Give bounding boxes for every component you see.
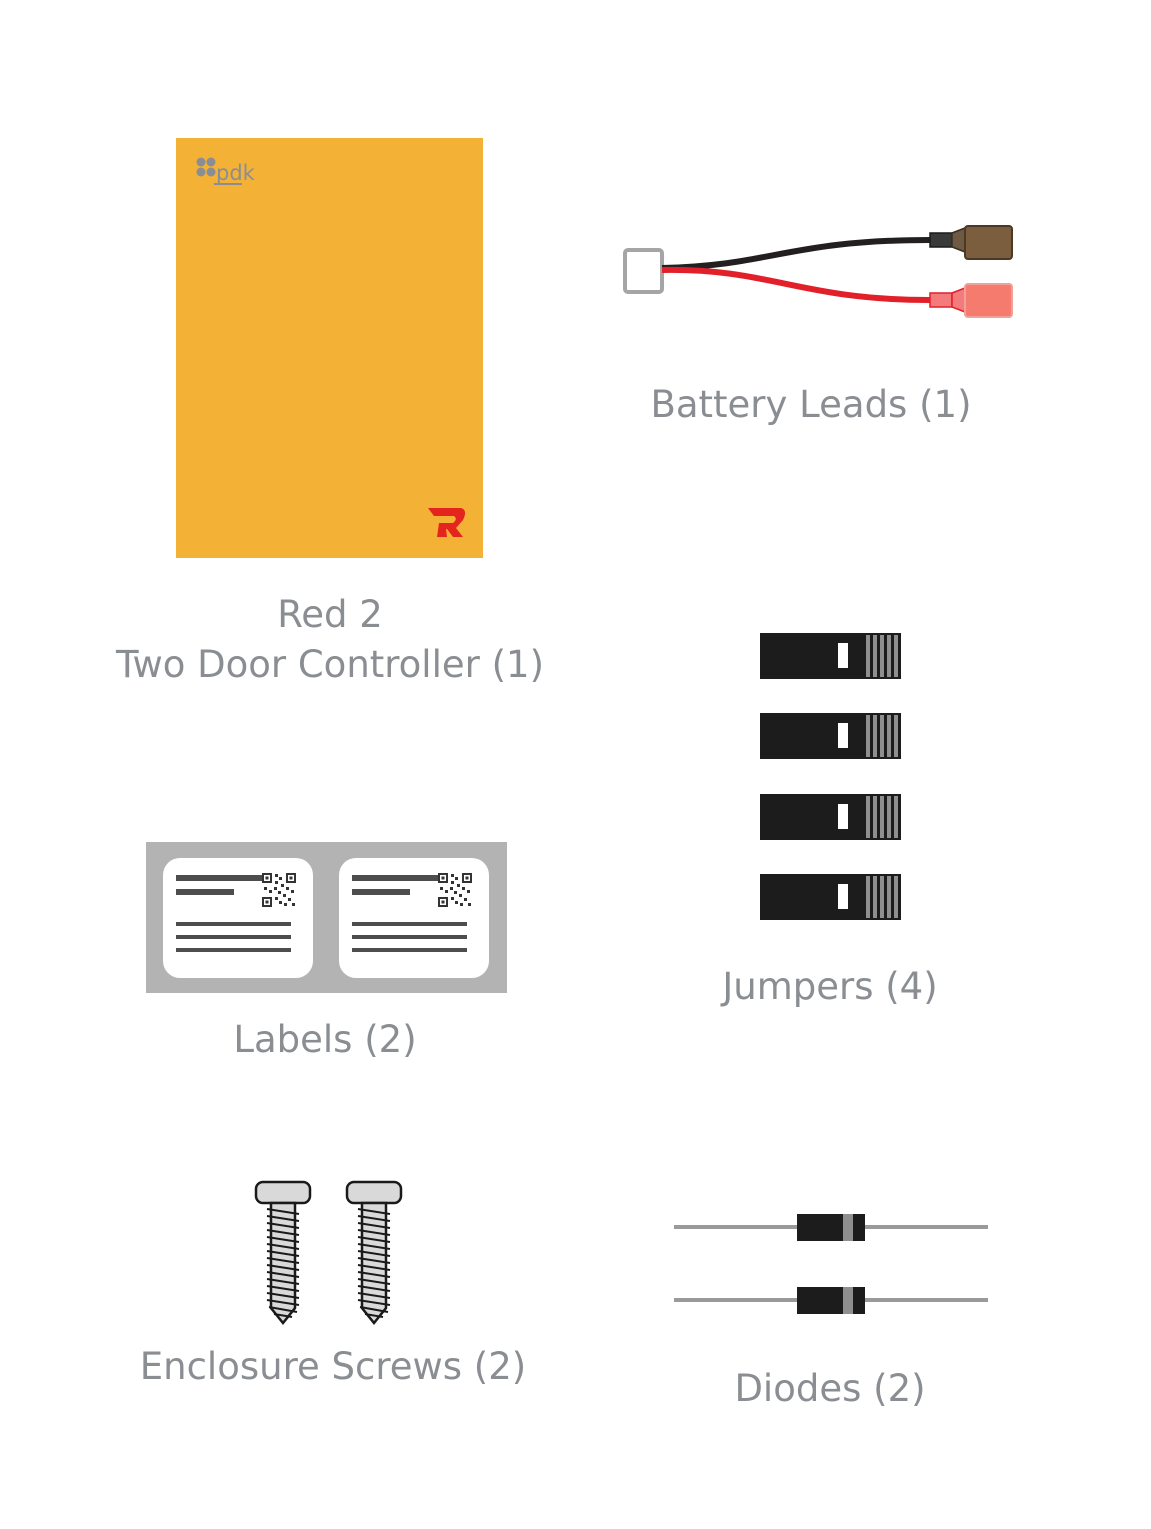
jumper-icon: [760, 633, 901, 679]
black-wire: [661, 237, 931, 271]
label-card-icon: [339, 858, 489, 978]
black-terminal-icon: [929, 225, 1013, 260]
jumpers-caption: Jumpers (4): [722, 965, 938, 1008]
screws-caption: Enclosure Screws (2): [139, 1345, 527, 1388]
screw-icon: [254, 1180, 312, 1325]
label-card-icon: [163, 858, 313, 978]
battery-leads: [620, 220, 1020, 330]
jumpers: [760, 633, 902, 923]
labels-caption: Labels (2): [233, 1018, 417, 1061]
controller-caption-line1: Red 2: [277, 593, 383, 636]
controller-caption-line2: Two Door Controller (1): [115, 643, 545, 686]
diodes: [672, 1210, 990, 1316]
jumper-icon: [760, 874, 901, 920]
diode-icon: [672, 1285, 990, 1316]
connector-plug-icon: [623, 248, 664, 294]
jumper-icon: [760, 713, 901, 759]
label-sheet: [146, 842, 507, 993]
pdk-logo-icon: [196, 157, 242, 185]
screw-icon: [345, 1180, 403, 1325]
enclosure-screws: [250, 1178, 410, 1330]
diode-icon: [672, 1212, 990, 1243]
red-terminal-icon: [929, 283, 1013, 318]
controller-enclosure: pdk: [176, 138, 483, 558]
red-wire: [661, 266, 931, 303]
jumper-icon: [760, 794, 901, 840]
pdk-logo-text: pdk: [216, 161, 256, 185]
battery-leads-caption: Battery Leads (1): [650, 383, 972, 426]
red-r-logo-icon: [428, 508, 466, 537]
diodes-caption: Diodes (2): [734, 1367, 926, 1410]
